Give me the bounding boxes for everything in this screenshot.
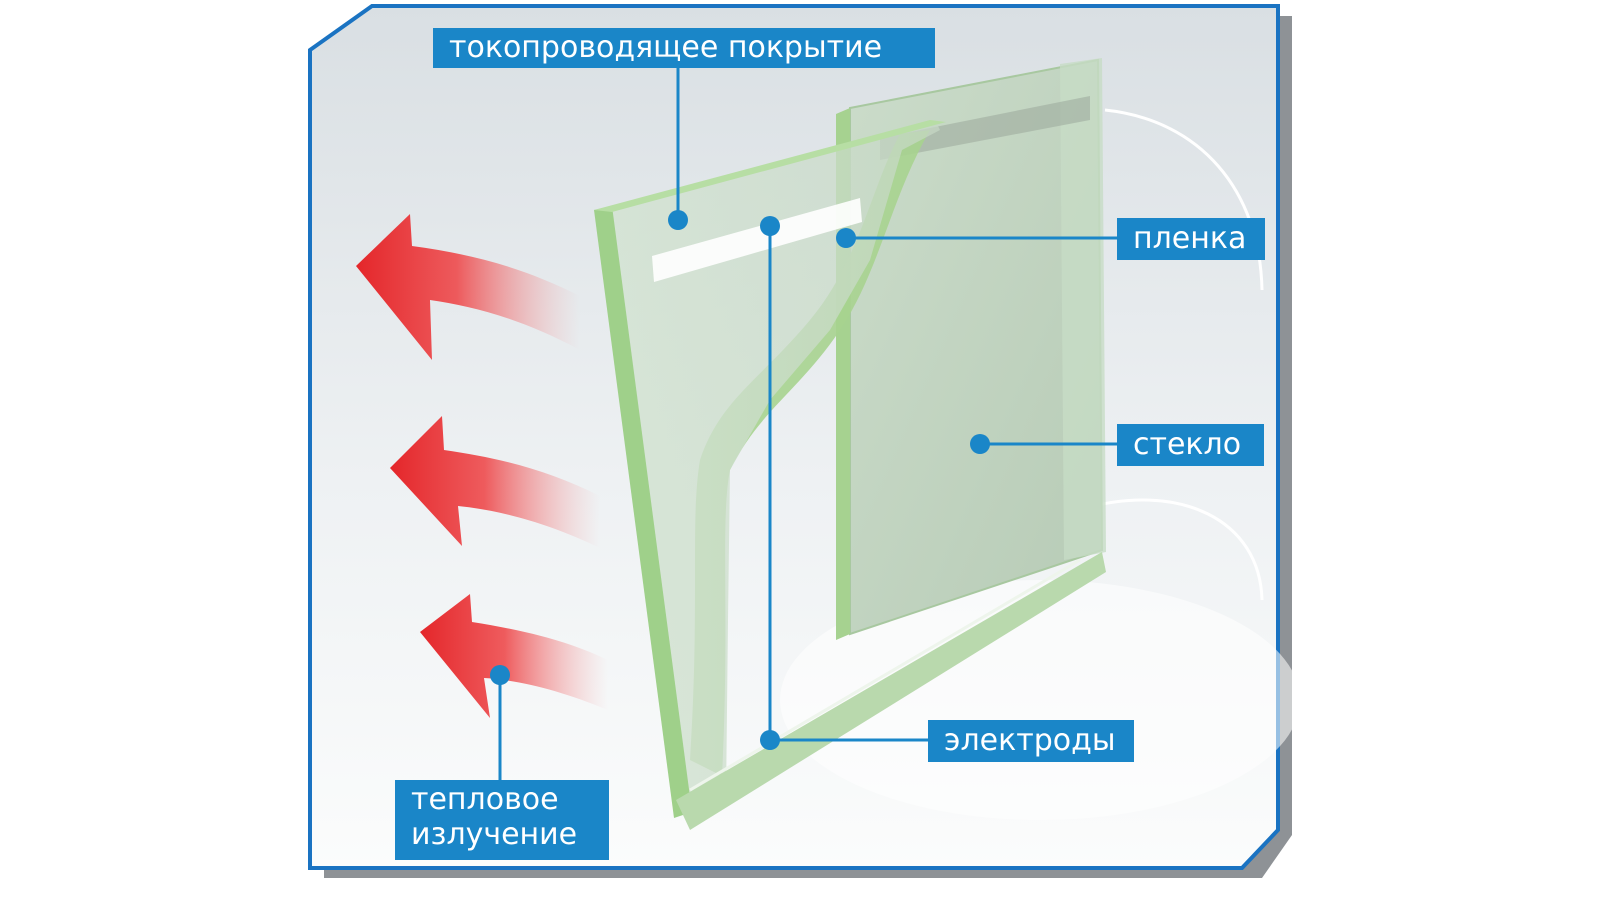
floor-highlight xyxy=(780,580,1300,820)
pointer-dot-coating xyxy=(668,210,688,230)
glass-bottom-line xyxy=(689,558,1081,792)
label-glass: стекло xyxy=(1117,424,1264,466)
label-conductive-coating: токопроводящее покрытие xyxy=(433,28,935,68)
pointer-dot-electrode-bottom xyxy=(760,730,780,750)
heat-arrow xyxy=(356,214,580,360)
label-glass-text: стекло xyxy=(1133,427,1242,462)
label-film-text: пленка xyxy=(1133,221,1247,256)
heat-arrow xyxy=(420,594,608,718)
label-thermal-radiation: тепловое излучение xyxy=(395,780,609,860)
label-electrodes-text: электроды xyxy=(944,723,1116,758)
label-thermal-radiation-line2: излучение xyxy=(411,817,578,852)
pointer-dot-film xyxy=(836,228,856,248)
label-thermal-radiation-line1: тепловое xyxy=(411,782,559,817)
label-electrodes: электроды xyxy=(928,720,1134,762)
label-conductive-coating-text: токопроводящее покрытие xyxy=(449,30,883,65)
glass-bottom-edge xyxy=(676,552,1106,830)
heat-arrow xyxy=(390,416,600,548)
pointer-electrodes xyxy=(768,226,928,742)
pointer-dot-heat xyxy=(490,665,510,685)
label-film: пленка xyxy=(1117,218,1265,260)
back-glass-pane xyxy=(836,58,1106,640)
front-glass-pane xyxy=(594,120,946,818)
pointer-dot-glass xyxy=(970,434,990,454)
pointer-dot-electrode-top xyxy=(760,216,780,236)
wire xyxy=(1077,498,1264,601)
